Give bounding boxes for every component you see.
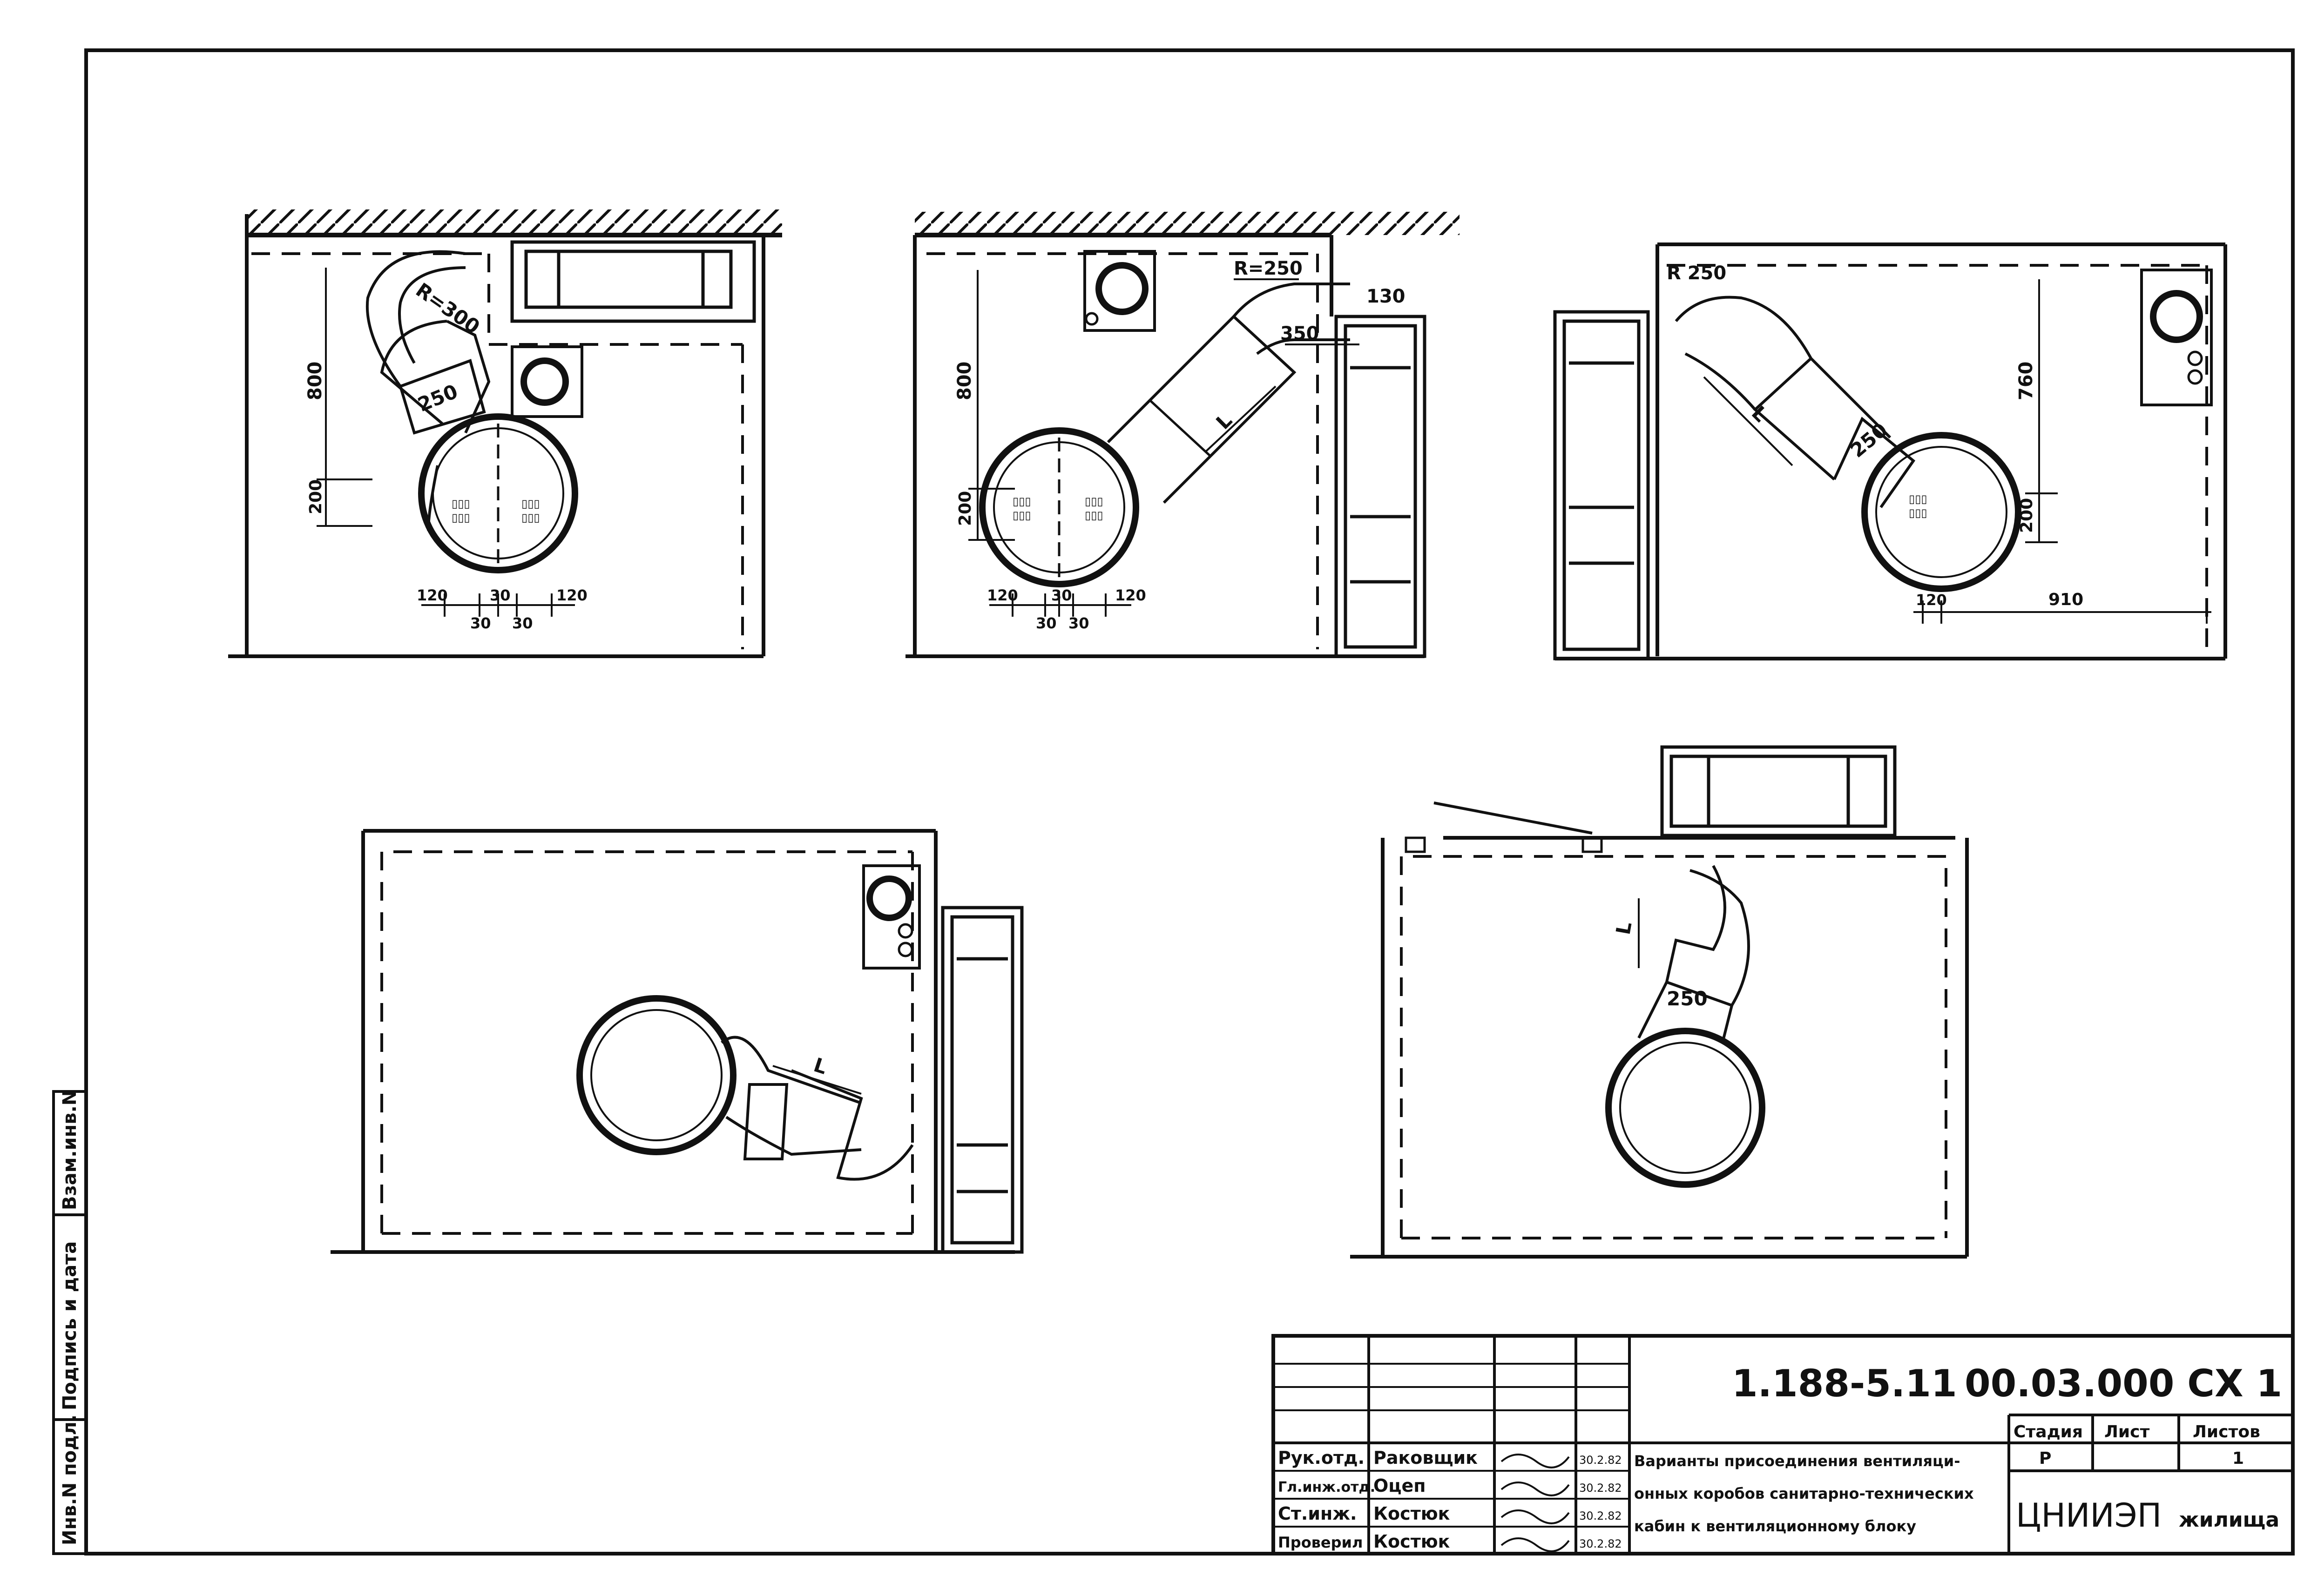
org-main: ЦНИИЭП	[2016, 1496, 2162, 1535]
svg-text:▯▯▯: ▯▯▯	[1085, 509, 1103, 522]
signatures	[1500, 1454, 1570, 1552]
date-chief-engineer: 30.2.82	[1579, 1482, 1622, 1495]
sheets-value: 1	[2232, 1449, 2244, 1468]
view-4-plan: L	[331, 829, 1024, 1254]
svg-text:▯▯▯: ▯▯▯	[452, 497, 470, 510]
svg-text:▯▯▯: ▯▯▯	[1013, 509, 1031, 522]
view-1-dim-3: 30	[490, 586, 511, 604]
side-stamp: Инв.N подл. Подпись и дата Взам.инв.N	[52, 1090, 88, 1555]
org-sub: жилища	[2179, 1508, 2279, 1532]
name-head-dept: Раковщик	[1373, 1448, 1478, 1468]
role-chief-engineer: Гл.инж.отд.	[1278, 1479, 1375, 1495]
doc-code: 1.188-5.11	[1732, 1362, 1957, 1405]
view-4-length-label: L	[811, 1053, 830, 1079]
view-1-dim-left: 120	[417, 586, 448, 604]
view-2-dist-label: 350	[1280, 323, 1319, 344]
svg-text:▯▯▯: ▯▯▯	[1909, 492, 1927, 505]
view-1-height-label: 800	[304, 362, 326, 401]
view-1-dim-2: 30	[470, 614, 491, 632]
svg-text:▯▯▯: ▯▯▯	[521, 497, 540, 510]
sheet-header: Лист	[2104, 1422, 2149, 1441]
stage-header: Стадия	[2014, 1422, 2083, 1441]
date-senior-engineer: 30.2.82	[1579, 1509, 1622, 1522]
sheet-title-line-2: онных коробов санитарно-технических	[1634, 1485, 1974, 1502]
view-2-dim-4: 30	[1068, 614, 1089, 632]
view-3-width-dim: 910	[2048, 590, 2083, 609]
drawing-frame	[84, 48, 2295, 1556]
name-senior-engineer: Костюк	[1373, 1503, 1450, 1524]
view-2-plan: ▯▯▯▯▯▯ ▯▯▯▯▯▯ L R=250 130 350 800 200 12…	[905, 212, 1460, 658]
view-1-duct-label: 250	[414, 380, 461, 416]
title-block: 1.188-5.11 00.03.000 СХ 1 Рук.отд. Гл.ин…	[1271, 1334, 2295, 1556]
view-5-length-label: L	[1612, 920, 1636, 936]
svg-text:▯▯▯: ▯▯▯	[1085, 495, 1103, 508]
view-2-radius-label: R=250	[1234, 258, 1303, 279]
view-2-dim-3: 30	[1051, 586, 1072, 604]
view-3-radius-label: R 250	[1667, 263, 1726, 284]
side-stamp-signature-date: Подпись и дата	[59, 1241, 81, 1410]
sheets-header: Листов	[2193, 1422, 2260, 1441]
view-2-dim-left: 120	[987, 586, 1018, 604]
view-3-plan: ▯▯▯▯▯▯ 250 L R 250 760 200 120 910	[1553, 242, 2227, 660]
sheet-title-line-3: кабин к вентиляционному блоку	[1634, 1517, 1916, 1535]
date-head-dept: 30.2.82	[1579, 1454, 1622, 1467]
svg-text:▯▯▯: ▯▯▯	[1013, 495, 1031, 508]
view-3-height-label: 760	[2015, 362, 2037, 401]
view-2-gap-label: 130	[1366, 286, 1406, 307]
svg-text:▯▯▯: ▯▯▯	[521, 511, 540, 524]
role-head-dept: Рук.отд.	[1278, 1448, 1365, 1468]
role-senior-engineer: Ст.инж.	[1278, 1503, 1357, 1524]
role-checked: Проверил	[1278, 1534, 1363, 1551]
view-2-height-label: 800	[954, 362, 975, 401]
svg-text:▯▯▯: ▯▯▯	[1909, 506, 1927, 519]
view-2-offset-label: 200	[956, 491, 975, 526]
view-1-dim-4: 30	[512, 614, 533, 632]
doc-number: 00.03.000 СХ 1	[1965, 1362, 2282, 1405]
view-1-radius-label: R=300	[412, 278, 484, 338]
side-stamp-inv-original: Инв.N подл.	[59, 1414, 81, 1545]
view-5-duct-label: 250	[1667, 987, 1708, 1010]
side-stamp-replacement-inv: Взам.инв.N	[59, 1090, 81, 1210]
name-chief-engineer: Оцеп	[1373, 1475, 1426, 1496]
view-1-plan: R=300 250 ▯▯▯▯▯▯ ▯▯▯▯▯▯ 800 200 120 30 3…	[228, 209, 782, 658]
view-2-dim-2: 30	[1036, 614, 1057, 632]
date-checked: 30.2.82	[1579, 1537, 1622, 1550]
view-5-plan: 250 L	[1350, 745, 1969, 1259]
sheet-title-line-1: Варианты присоединения вентиляци-	[1634, 1452, 1960, 1470]
stage-value: Р	[2039, 1449, 2051, 1468]
view-3-side-dim: 120	[1916, 591, 1947, 609]
svg-text:▯▯▯: ▯▯▯	[452, 511, 470, 524]
view-2-dim-right: 120	[1115, 586, 1146, 604]
view-3-offset-label: 200	[2017, 498, 2036, 533]
view-1-dim-right: 120	[556, 586, 588, 604]
view-1-offset-label: 200	[306, 479, 325, 514]
view-2-length-label: L	[1211, 409, 1237, 434]
name-checked: Костюк	[1373, 1531, 1450, 1552]
